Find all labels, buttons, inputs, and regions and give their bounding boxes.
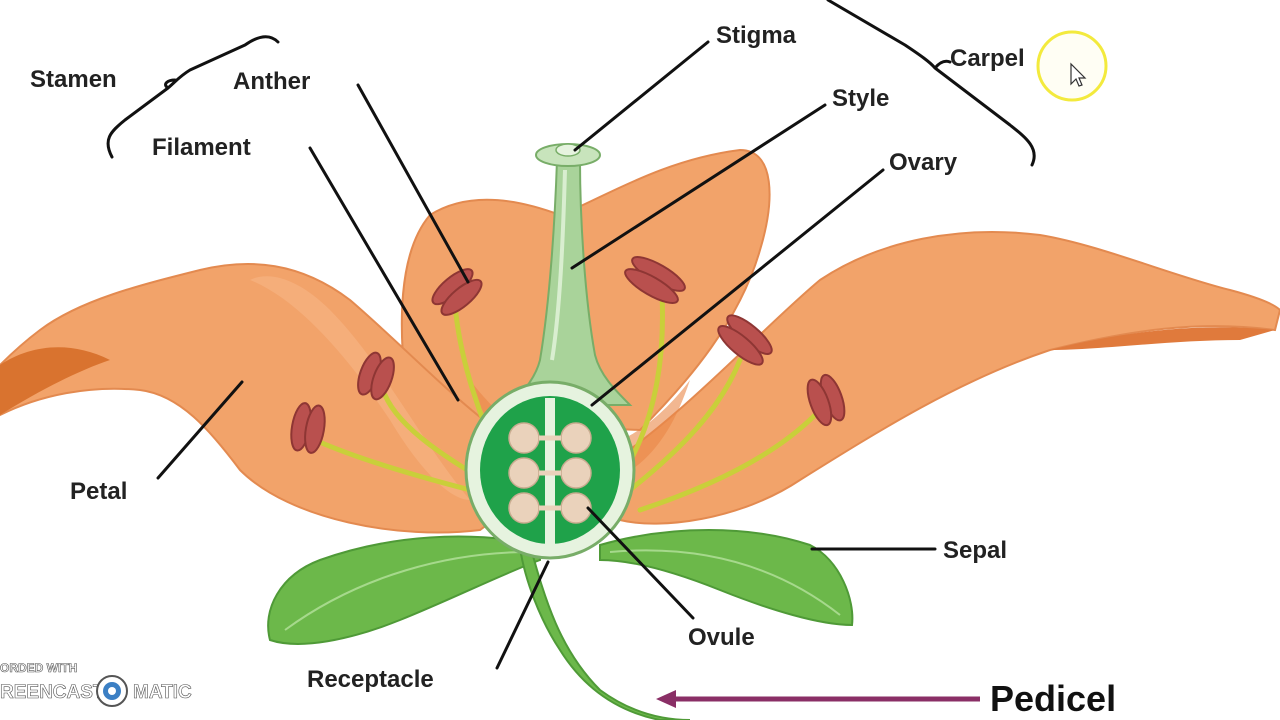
ovule-2: [560, 422, 592, 454]
leader-filament: [308, 146, 460, 402]
labels: Stamen Anther Filament Stigma Style Carp…: [30, 22, 1025, 693]
stamens: [290, 256, 846, 513]
label-carpel: Carpel: [950, 45, 1025, 72]
style-tube: [507, 159, 633, 406]
ovule-4: [560, 457, 592, 489]
watermark-left: REENCAST: [0, 682, 105, 703]
petals: [0, 148, 1280, 534]
anther-5: [717, 314, 773, 366]
pistil: [507, 143, 633, 406]
label-style: Style: [832, 85, 889, 112]
carpel-bracket: [826, 0, 1036, 167]
filament-6: [637, 412, 818, 513]
watermark-right: MATIC: [133, 682, 192, 703]
watermark-logo-icon: [96, 675, 128, 707]
label-sepal: Sepal: [943, 537, 1007, 564]
label-pedicel: Pedicel: [990, 678, 1116, 719]
style-highlight: [550, 169, 567, 361]
ovules: [508, 422, 592, 524]
label-stigma: Stigma: [716, 22, 797, 49]
ovule-5: [508, 492, 540, 524]
leader-ovary: [590, 168, 885, 407]
label-ovary: Ovary: [889, 149, 958, 176]
petal-left-mid: [250, 276, 470, 500]
screencast-watermark: ORDED WITH REENCAST MATIC: [0, 661, 192, 707]
petal-right-shade: [1050, 327, 1275, 350]
cursor-pointer-icon: [1070, 62, 1087, 87]
watermark-line1: ORDED WITH: [0, 661, 77, 675]
petal-left-shade: [0, 347, 110, 415]
label-ovule: Ovule: [688, 624, 755, 651]
petal-left: [0, 262, 562, 534]
leader-lines: [156, 40, 937, 670]
pedicel-stem: [518, 543, 691, 720]
ovule-1: [508, 422, 540, 454]
leader-style: [570, 103, 827, 270]
label-petal: Petal: [70, 478, 127, 505]
leader-receptacle: [495, 560, 550, 670]
leader-ovule: [586, 506, 695, 620]
sepal-right-vein: [609, 549, 841, 616]
anther-4: [624, 256, 686, 304]
filament-5: [627, 357, 743, 493]
sepal-right: [599, 529, 854, 627]
label-receptacle: Receptacle: [307, 666, 434, 693]
pedicel-annotation: Pedicel: [656, 678, 1116, 719]
sepal-left: [267, 535, 541, 645]
anther-1: [290, 402, 326, 454]
label-anther: Anther: [233, 68, 310, 95]
stamen-bracket: [106, 35, 280, 159]
leader-stigma: [573, 40, 710, 152]
anthers: [290, 256, 846, 454]
sepal-left-vein: [284, 551, 531, 631]
leader-anther: [356, 83, 470, 284]
label-stamen: Stamen: [30, 66, 117, 93]
label-filament: Filament: [152, 134, 251, 161]
leader-petal: [156, 380, 244, 480]
stigma-tip: [535, 143, 601, 167]
pedicel-arrow-head: [656, 690, 676, 708]
anther-6: [806, 373, 846, 427]
ovule-3: [508, 457, 540, 489]
anther-2: [357, 351, 395, 401]
sepals: [267, 529, 854, 645]
filament-4: [622, 292, 665, 473]
anther-3: [431, 268, 483, 316]
cursor-highlight: [1036, 30, 1108, 102]
